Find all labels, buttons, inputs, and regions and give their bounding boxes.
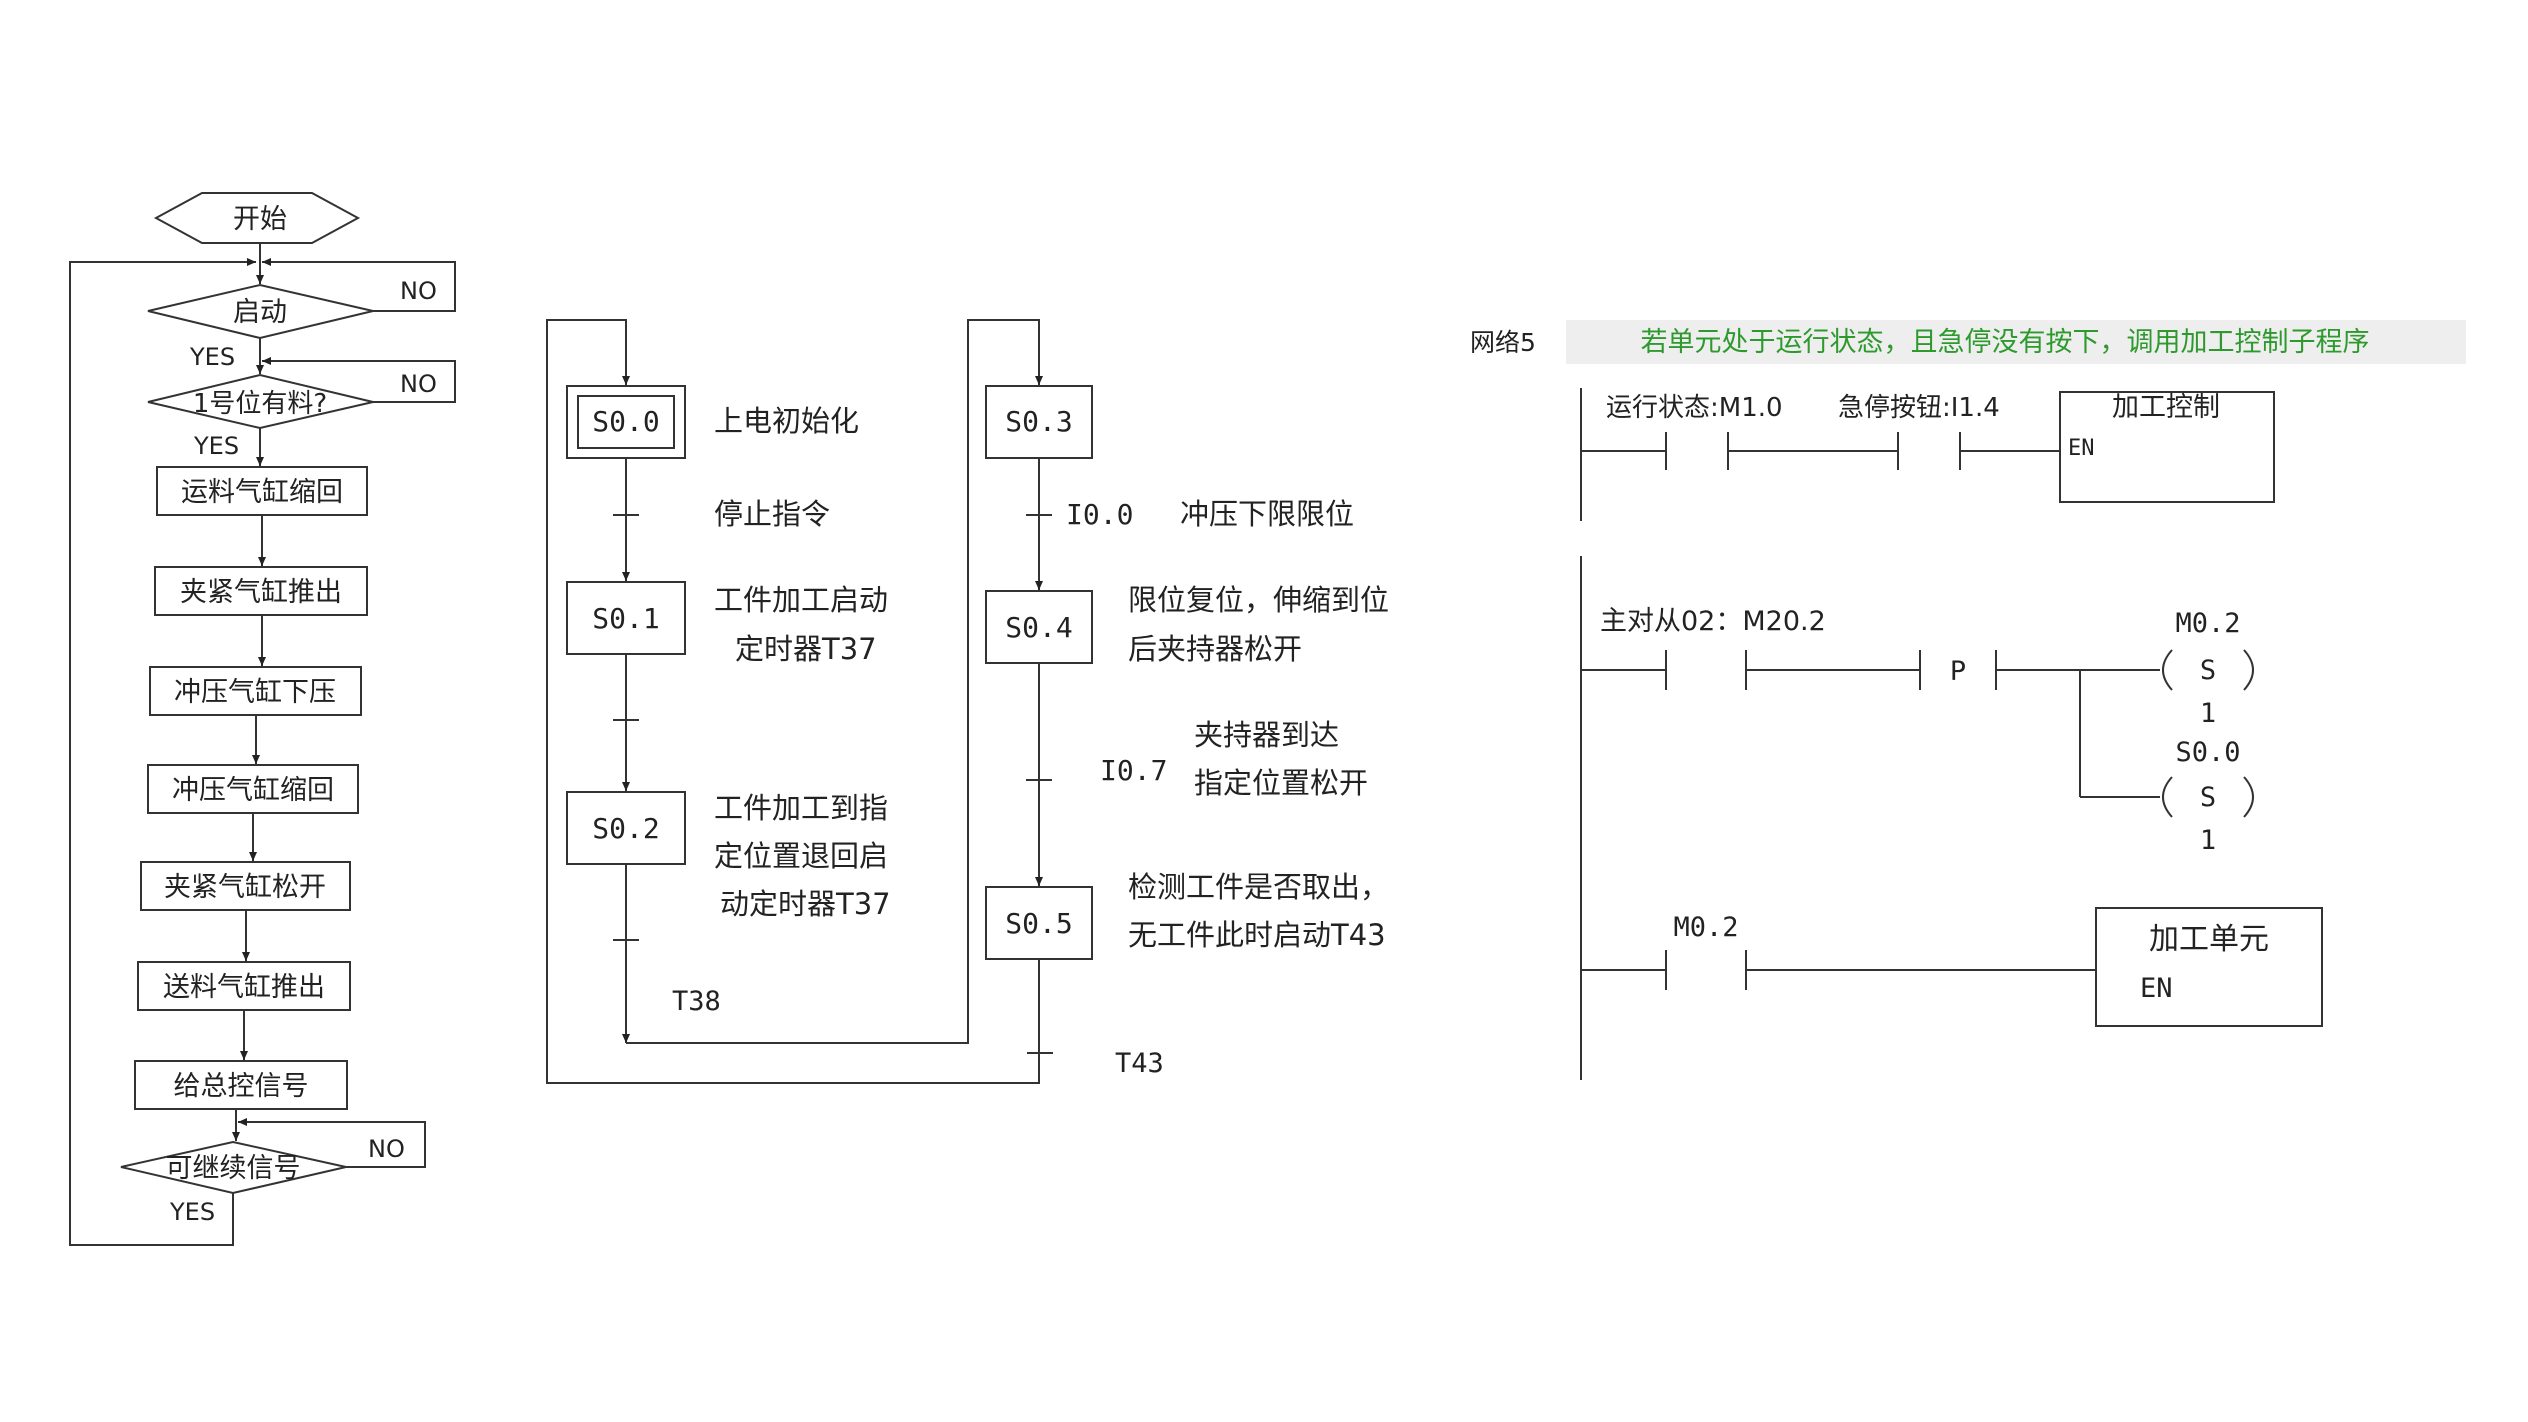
ladder-lines	[1580, 388, 2323, 1080]
transition-t38: T38	[672, 986, 721, 1017]
block-en: EN	[2140, 973, 2173, 1004]
sfc-action-s00: 上电初始化	[714, 404, 859, 438]
transition-i00-desc: 冲压下限限位	[1180, 497, 1354, 531]
sfc-step-label: S0.4	[1005, 611, 1072, 644]
flow-step-3	[149, 666, 362, 716]
ladder-labels: 运行状态:M1.0 急停按钮:I1.4 加工控制 EN 主对从02：M20.2 …	[1600, 392, 2269, 1004]
start-terminal	[153, 192, 361, 244]
contact-label: 运行状态:M1.0	[1606, 393, 1783, 423]
sfc-labels: S0.0 S0.1 S0.2 S0.3 S0.4 S0.5 上电初始化 工件加工…	[592, 404, 1389, 1079]
flow-step-label: 冲压气缸缩回	[172, 775, 334, 806]
flow-step-label: 夹紧气缸推出	[180, 577, 342, 608]
flow-step-2	[154, 566, 368, 616]
start-decision-label: 启动	[233, 297, 287, 328]
sfc-action-s02: 动定时器T37	[720, 887, 891, 921]
sfc-step-label: S0.1	[592, 602, 659, 635]
sfc-action-s01: 工件加工启动	[714, 583, 888, 617]
transition-i00: I0.0	[1066, 498, 1133, 531]
ladder-network: 网络5 若单元处于运行状态，且急停没有按下，调用加工控制子程序	[1470, 320, 2466, 364]
flow-step-7	[134, 1060, 348, 1110]
call-block-process-control	[2059, 391, 2275, 503]
flow-step-1	[156, 466, 368, 516]
no-label: NO	[400, 370, 437, 398]
edge-label: P	[1950, 656, 1966, 687]
network-comment-bg	[1566, 320, 2466, 364]
sfc-step-label: S0.0	[592, 405, 659, 438]
sfc-action-s05: 检测工件是否取出，	[1128, 870, 1389, 904]
transition-i07: I0.7	[1100, 754, 1167, 787]
contact-label: 急停按钮:I1.4	[1838, 393, 2000, 423]
sfc-action-s02: 定位置退回启	[714, 839, 888, 873]
yes-label: YES	[169, 1198, 215, 1226]
block-en: EN	[2068, 436, 2095, 461]
sfc-step-s01	[566, 581, 686, 655]
sfc-action-s04: 后夹持器松开	[1128, 632, 1302, 666]
flow-step-label: 送料气缸推出	[163, 972, 325, 1003]
coil-n: 1	[2200, 698, 2216, 729]
sfc-action-s05: 无工件此时启动T43	[1128, 918, 1386, 952]
coil-n: 1	[2200, 825, 2216, 856]
sfc-step-s05	[985, 886, 1093, 960]
sfc-step-label: S0.5	[1005, 907, 1072, 940]
block-title: 加工控制	[2112, 392, 2220, 423]
flow-step-label: 冲压气缸下压	[174, 677, 336, 708]
coil-type: S	[2200, 782, 2216, 813]
coil-addr: S0.0	[2175, 737, 2240, 768]
sfc-step-label: S0.3	[1005, 405, 1072, 438]
no-label: NO	[368, 1135, 405, 1163]
flow-step-5	[140, 861, 351, 911]
network-comment: 若单元处于运行状态，且急停没有按下，调用加工控制子程序	[1641, 327, 2370, 358]
flowchart-labels: 开始 启动 1号位有料? 运料气缸缩回 夹紧气缸推出 冲压气缸下压 冲压气缸缩回…	[163, 204, 437, 1226]
sfc-action-s04: 限位复位，伸缩到位	[1128, 583, 1389, 617]
flow-step-4	[147, 764, 359, 814]
transition-i07-desc: 指定位置松开	[1194, 766, 1368, 800]
material-decision-label: 1号位有料?	[193, 389, 327, 419]
sfc-action-s02: 工件加工到指	[714, 791, 888, 825]
flow-step-label: 夹紧气缸松开	[164, 872, 326, 903]
yes-label: YES	[189, 343, 235, 371]
transition-stop: 停止指令	[714, 497, 830, 531]
flow-step-label: 给总控信号	[174, 1071, 309, 1102]
sfc-step-s04	[985, 590, 1093, 664]
call-block-processing-unit	[2095, 907, 2323, 1027]
start-label: 开始	[233, 204, 287, 235]
contact-label: 主对从02：M20.2	[1600, 606, 1826, 637]
flowchart	[69, 192, 456, 1246]
sfc-action-s01: 定时器T37	[735, 632, 877, 666]
coil-s00	[2162, 776, 2173, 818]
transition-i07-desc: 夹持器到达	[1194, 718, 1339, 752]
flow-step-6	[137, 961, 351, 1011]
yes-label: YES	[193, 432, 239, 460]
sfc-step-label: S0.2	[592, 812, 659, 845]
transition-t43: T43	[1115, 1048, 1164, 1079]
no-label: NO	[400, 277, 437, 305]
network-label: 网络5	[1470, 328, 1536, 357]
sfc-diagram	[546, 319, 1093, 1084]
block-title: 加工单元	[2149, 922, 2269, 957]
sfc-step-s00-inner	[577, 395, 675, 449]
coil-addr: M0.2	[2175, 608, 2240, 639]
flow-step-label: 运料气缸缩回	[181, 477, 343, 508]
continue-decision-label: 可继续信号	[166, 1153, 301, 1184]
contact-label: M0.2	[1673, 912, 1738, 943]
coil-m02	[2162, 649, 2173, 691]
coil-type: S	[2200, 655, 2216, 686]
sfc-step-s02	[566, 791, 686, 865]
